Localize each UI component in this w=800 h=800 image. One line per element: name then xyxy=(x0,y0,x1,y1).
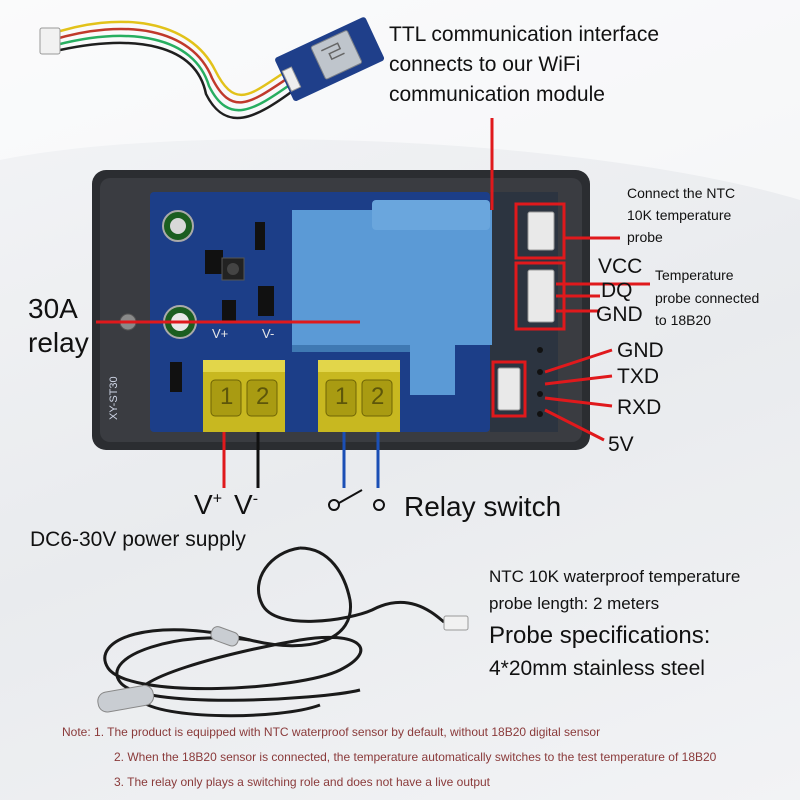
board-vplus-label: V+ xyxy=(212,326,229,341)
ttl-label-line3: communication module xyxy=(389,83,605,106)
power-vplus-label: V+ xyxy=(194,489,223,520)
relay-label-line1: 30A xyxy=(28,293,78,324)
pin-vcc-label: VCC xyxy=(598,255,643,278)
board-vminus-label: V- xyxy=(262,326,275,341)
ntc-label-line1: Connect the NTC xyxy=(627,185,736,201)
ttl-rxd-label: RXD xyxy=(617,396,662,419)
terminal-b-2: 2 xyxy=(371,383,385,410)
ntc-label-line2: 10K temperature xyxy=(627,207,732,223)
relay-switch-label: Relay switch xyxy=(404,491,562,522)
ttl-label-line2: connects to our WiFi xyxy=(389,53,581,76)
ds18b20-desc-line3: to 18B20 xyxy=(655,312,712,328)
switch-symbol-icon xyxy=(328,489,385,511)
pin-gnd-label: GND xyxy=(596,303,643,326)
note-2: 2. When the 18B20 sensor is connected, t… xyxy=(114,750,717,764)
power-supply-label: DC6-30V power supply xyxy=(30,528,246,551)
probe-tip xyxy=(97,684,155,713)
temperature-probe xyxy=(103,546,445,718)
ntc-label-line3: probe xyxy=(627,229,663,245)
ds18b20-desc-line1: Temperature xyxy=(655,267,734,283)
relay-label-line2: relay xyxy=(28,327,89,358)
controller-board xyxy=(92,170,590,450)
power-wires xyxy=(222,432,260,488)
note-1: Note: 1. The product is equipped with NT… xyxy=(62,725,601,739)
ttl-txd-label: TXD xyxy=(617,365,659,388)
note-3: 3. The relay only plays a switching role… xyxy=(114,775,491,789)
probe-tip-2 xyxy=(210,626,240,647)
power-vminus-label: V- xyxy=(234,489,259,520)
board-model-label: XY-ST30 xyxy=(108,376,120,420)
terminal-a-2: 2 xyxy=(256,383,270,410)
terminal-b-1: 1 xyxy=(335,383,349,410)
relay-switch-wires xyxy=(342,432,380,488)
pin-dq-label: DQ xyxy=(601,279,633,302)
probe-spec-value: 4*20mm stainless steel xyxy=(489,657,705,680)
probe-desc-line2: probe length: 2 meters xyxy=(489,594,660,613)
wifi-module xyxy=(39,17,385,120)
probe-spec-title: Probe specifications: xyxy=(489,622,711,649)
ttl-label-line1: TTL communication interface xyxy=(389,23,659,46)
terminal-a-1: 1 xyxy=(220,383,234,410)
ttl-gnd-label: GND xyxy=(617,339,664,362)
probe-desc-line1: NTC 10K waterproof temperature xyxy=(489,567,741,586)
ds18b20-desc-line2: probe connected xyxy=(655,290,760,306)
ttl-5v-label: 5V xyxy=(608,433,634,456)
probe-connector xyxy=(443,615,469,631)
leader-lines xyxy=(96,118,650,442)
